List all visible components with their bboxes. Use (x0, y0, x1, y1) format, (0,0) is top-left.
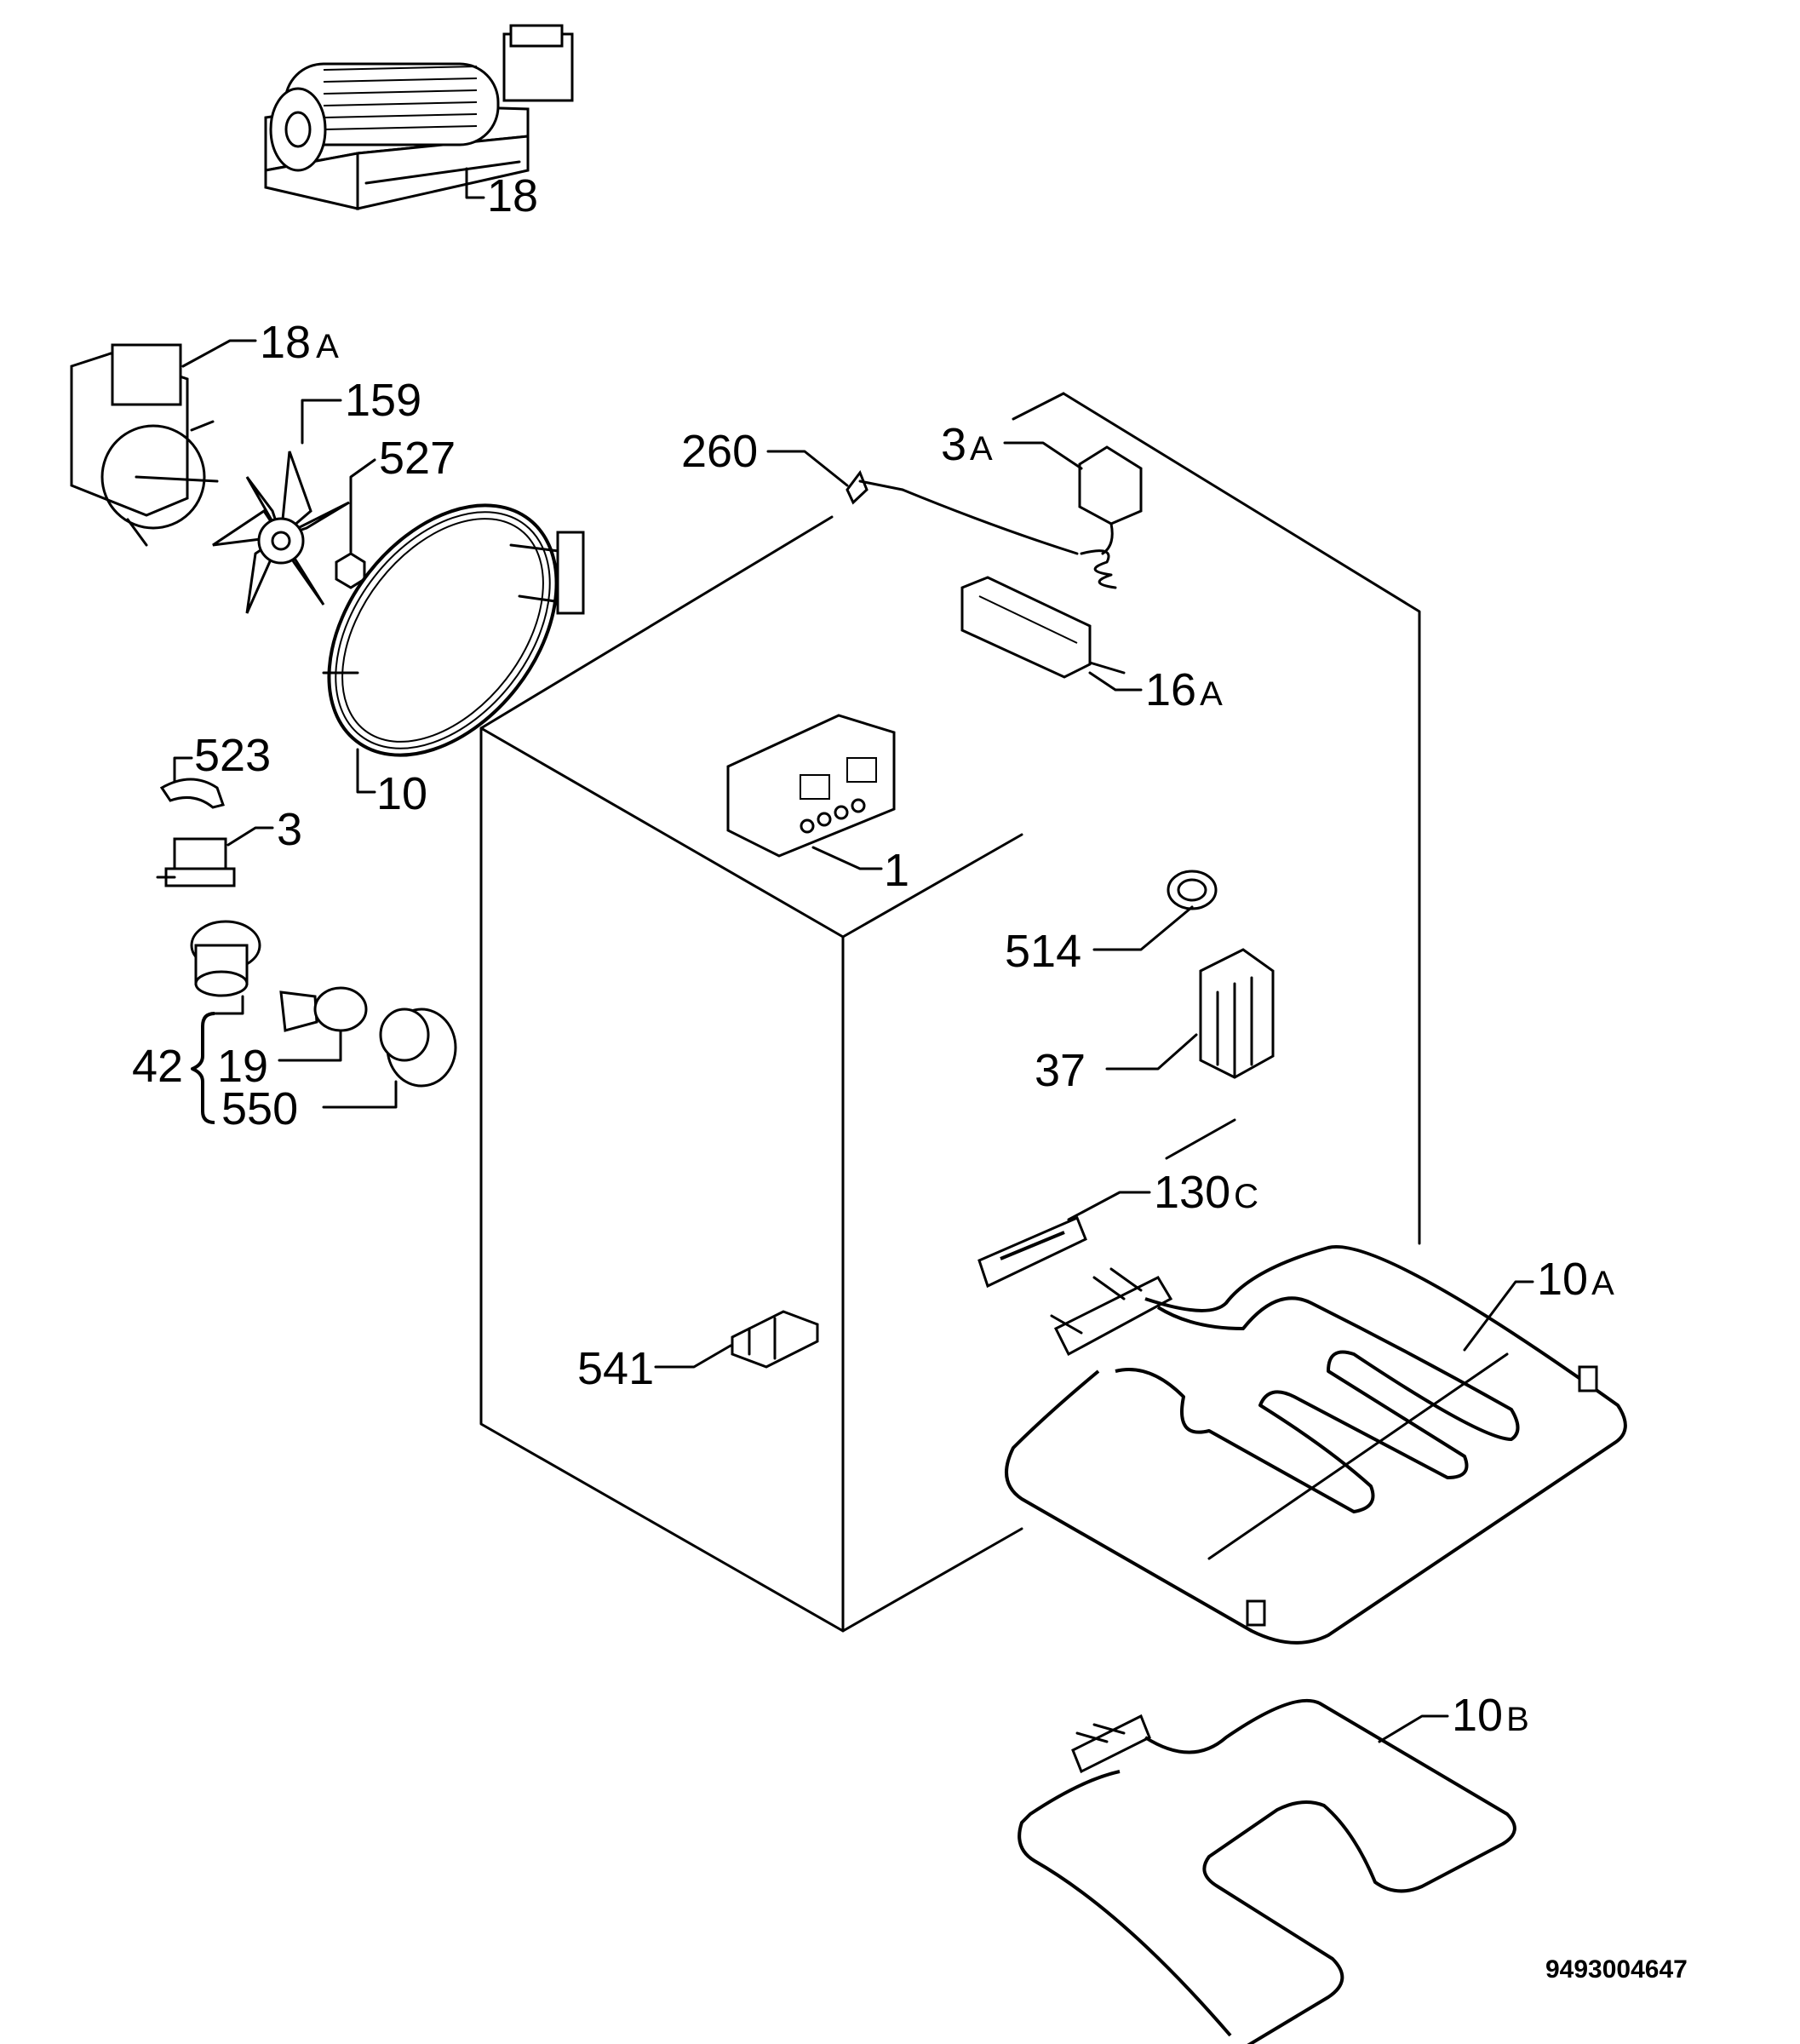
label-3: 3 (277, 804, 302, 855)
part-1-programmer (726, 714, 896, 858)
part-19-bulb (279, 986, 368, 1032)
label-523: 523 (194, 730, 271, 781)
leader-159 (301, 399, 342, 445)
label-1: 1 (884, 845, 909, 896)
label-10: 10 (376, 768, 427, 819)
leader-37 (1105, 1033, 1198, 1071)
leader-10b (1378, 1714, 1449, 1743)
label-159: 159 (345, 375, 421, 426)
oven-cabinet (479, 392, 1421, 1633)
leader-16a (1088, 671, 1143, 692)
leader-18 (465, 167, 485, 199)
part-37-terminal-block (1199, 948, 1275, 1079)
label-541: 541 (577, 1343, 654, 1394)
leader-3a (1003, 441, 1083, 470)
part-159-fan-blade (212, 451, 350, 614)
part-10-circular-heater (322, 503, 585, 757)
leader-260 (766, 450, 849, 487)
label-19: 19 (217, 1041, 268, 1092)
leader-130c (1067, 1191, 1151, 1221)
fan-rotor-ribs (323, 66, 478, 130)
part-16a-selector-switch (960, 576, 1126, 679)
part-10a-grill-element (1005, 1245, 1627, 1645)
part-514-grommet (1167, 870, 1218, 910)
part-550-lamp-cover (379, 1008, 457, 1088)
label-42: 42 (132, 1041, 183, 1092)
leader-19 (278, 1029, 342, 1062)
label-550: 550 (221, 1083, 298, 1134)
leader-18a (181, 339, 257, 368)
part-523-clip (159, 778, 225, 809)
label-527: 527 (379, 433, 456, 484)
label-18: 18 (487, 170, 538, 221)
leader-523 (173, 756, 193, 784)
label-260: 260 (681, 426, 758, 477)
label-514: 514 (1005, 926, 1081, 977)
part-42-lamp-holder (190, 920, 261, 997)
leader-550 (322, 1080, 398, 1109)
label-37: 37 (1035, 1045, 1086, 1096)
document-id: 9493004647 (1545, 1955, 1688, 1984)
leader-10a (1463, 1280, 1534, 1352)
leader-1 (811, 846, 883, 870)
part-18-tangential-fan (264, 24, 574, 210)
part-130c-plate (977, 1216, 1087, 1289)
part-10b-bottom-element (1018, 1698, 1516, 2044)
leader-541 (654, 1344, 732, 1369)
leader-19-group (211, 995, 244, 1015)
leader-3 (226, 826, 274, 847)
leader-514 (1092, 905, 1194, 951)
leader-10 (356, 748, 376, 794)
part-3-thermostat (156, 837, 236, 887)
part-3a-thermostat (1078, 445, 1143, 589)
part-18a-fan-motor (70, 343, 219, 547)
part-541-door-switch (731, 1310, 819, 1369)
leader-527 (349, 458, 376, 554)
part-260-probe (846, 469, 1079, 555)
bracket-42 (191, 1012, 215, 1124)
